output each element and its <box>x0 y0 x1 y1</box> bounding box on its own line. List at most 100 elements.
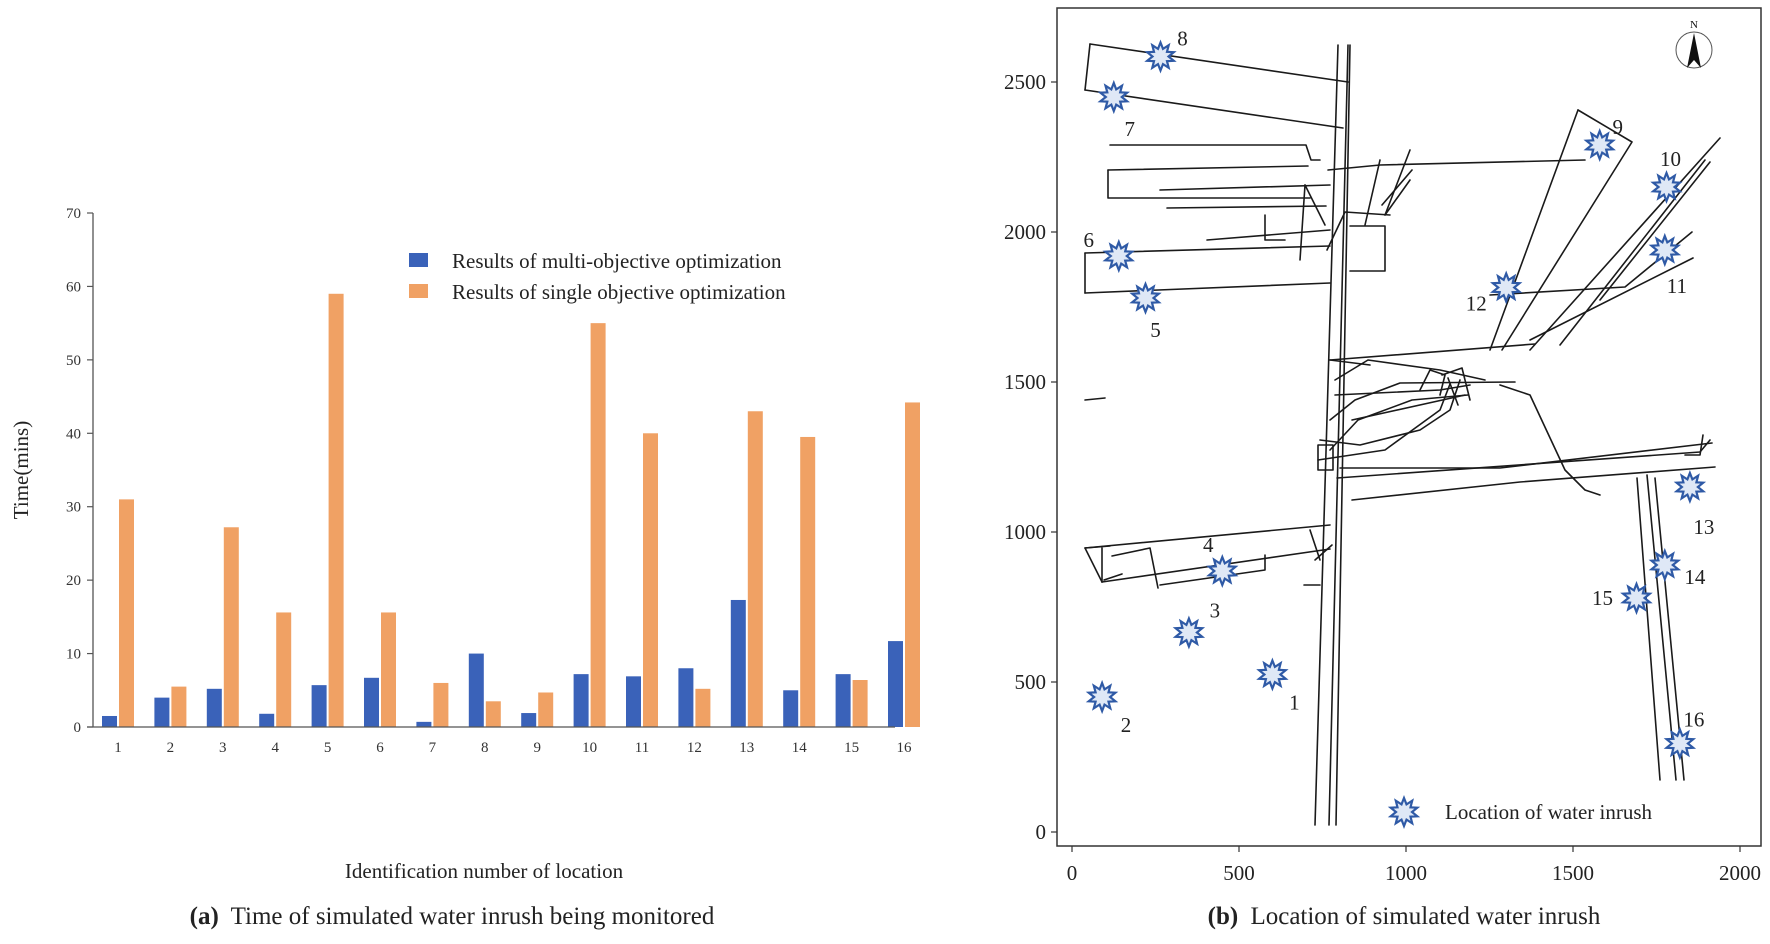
roadway <box>1339 442 1713 469</box>
water-inrush-marker <box>1206 553 1239 589</box>
roadway <box>1384 179 1411 216</box>
location-number-label: 15 <box>1592 586 1613 610</box>
y-tick-label: 2500 <box>1004 70 1046 94</box>
y-tick-label: 30 <box>66 500 81 516</box>
bar-single-objective <box>119 499 134 727</box>
roadway <box>1384 149 1411 216</box>
x-tick-label: 2 <box>167 740 175 756</box>
bar-multi-objective <box>206 688 222 727</box>
bar-multi-objective <box>468 653 484 727</box>
legend-label-multi: Results of multi-objective optimization <box>452 249 782 273</box>
x-axis-label: Identification number of location <box>345 859 624 883</box>
roadway <box>1529 257 1694 341</box>
roadway <box>1206 229 1331 241</box>
roadway <box>1646 474 1677 781</box>
x-tick-label: 7 <box>429 740 437 756</box>
y-tick-label: 0 <box>1036 820 1047 844</box>
x-tick-label: 15 <box>844 740 859 756</box>
map-legend: Location of water inrush <box>1387 794 1653 830</box>
bars <box>102 293 920 727</box>
bar-multi-objective <box>259 713 275 727</box>
bar-single-objective <box>171 686 187 727</box>
y-tick-label: 40 <box>66 426 81 442</box>
roadway <box>1109 144 1321 161</box>
water-inrush-marker <box>1097 79 1130 115</box>
roadway <box>1159 184 1331 191</box>
location-number-label: 9 <box>1612 115 1623 139</box>
bar-multi-objective <box>364 677 379 727</box>
roadway <box>1314 544 1333 561</box>
bar-single-objective <box>747 411 763 727</box>
bar-single-objective <box>381 612 396 727</box>
x-tick-label: 0 <box>1067 861 1078 885</box>
water-inrush-marker <box>1172 615 1206 650</box>
roadway <box>1084 89 1344 129</box>
x-tick-label: 6 <box>376 740 384 756</box>
x-tick-label: 10 <box>582 740 597 756</box>
location-number-label: 3 <box>1210 599 1221 623</box>
y-tick-label: 1000 <box>1004 520 1046 544</box>
location-number-label: 5 <box>1150 318 1161 342</box>
bar-single-objective <box>223 527 239 727</box>
roadway <box>1317 383 1451 461</box>
roadway <box>1329 359 1371 366</box>
bar-multi-objective <box>154 697 170 727</box>
north-label: N <box>1690 19 1698 31</box>
svg-text:(a) Time of simulated: (a) Time of simulated water inrush being… <box>190 903 715 930</box>
roadway <box>1447 377 1459 406</box>
caption-a-prefix: (a) <box>190 903 219 930</box>
y-tick-label: 10 <box>66 647 81 663</box>
caption-a: (a) Time of simulated water inrush being… <box>190 903 715 930</box>
roadway <box>1684 434 1704 456</box>
svg-text:(b) Location of simula: (b) Location of simulated water inrush <box>1208 903 1601 930</box>
roadway <box>1084 282 1331 294</box>
roadway <box>1329 381 1516 421</box>
roadway <box>1317 444 1334 471</box>
x-tick-label: 3 <box>219 740 227 756</box>
roadway <box>1166 205 1327 209</box>
caption-b-prefix: (b) <box>1208 903 1239 930</box>
x-tick-label: 12 <box>687 740 702 756</box>
roadway <box>1441 367 1471 401</box>
roadway <box>1084 397 1106 401</box>
roadway <box>1501 109 1633 351</box>
x-tick-label: 500 <box>1223 861 1255 885</box>
water-inrush-marker <box>1085 679 1119 715</box>
y-tick-label: 1500 <box>1004 370 1046 394</box>
roadway <box>1334 359 1486 381</box>
bar-single-objective <box>905 402 920 727</box>
roadway <box>1499 384 1601 496</box>
location-number-label: 14 <box>1684 565 1706 589</box>
caption-b: (b) Location of simulated water inrush <box>1208 903 1601 930</box>
roadway <box>1351 394 1466 421</box>
x-tick-label: 2000 <box>1719 861 1761 885</box>
water-inrush-marker <box>1256 657 1289 692</box>
x-tick-label: 8 <box>481 740 489 756</box>
bar-multi-objective <box>102 715 117 727</box>
water-inrush-marker <box>1648 232 1682 268</box>
x-tick-label: 13 <box>739 740 754 756</box>
location-number-label: 8 <box>1177 27 1188 51</box>
roadway <box>1364 159 1381 226</box>
legend-swatch-multi <box>409 253 428 267</box>
bar-single-objective <box>643 433 658 727</box>
roadway <box>1419 369 1446 396</box>
roadway <box>1107 165 1309 171</box>
map-legend-label: Location of water inrush <box>1445 800 1653 824</box>
roadway <box>1111 547 1159 589</box>
roadway <box>1103 573 1123 581</box>
x-tick-label: 1000 <box>1385 861 1427 885</box>
bar-single-objective <box>800 436 816 727</box>
roadway <box>1329 394 1469 451</box>
bar-multi-objective <box>626 676 641 727</box>
roadway <box>1328 44 1349 826</box>
x-tick-label: 16 <box>897 740 913 756</box>
roadway <box>1529 137 1721 351</box>
y-tick-label: 60 <box>66 279 81 295</box>
north-arrow-icon <box>1675 31 1713 69</box>
